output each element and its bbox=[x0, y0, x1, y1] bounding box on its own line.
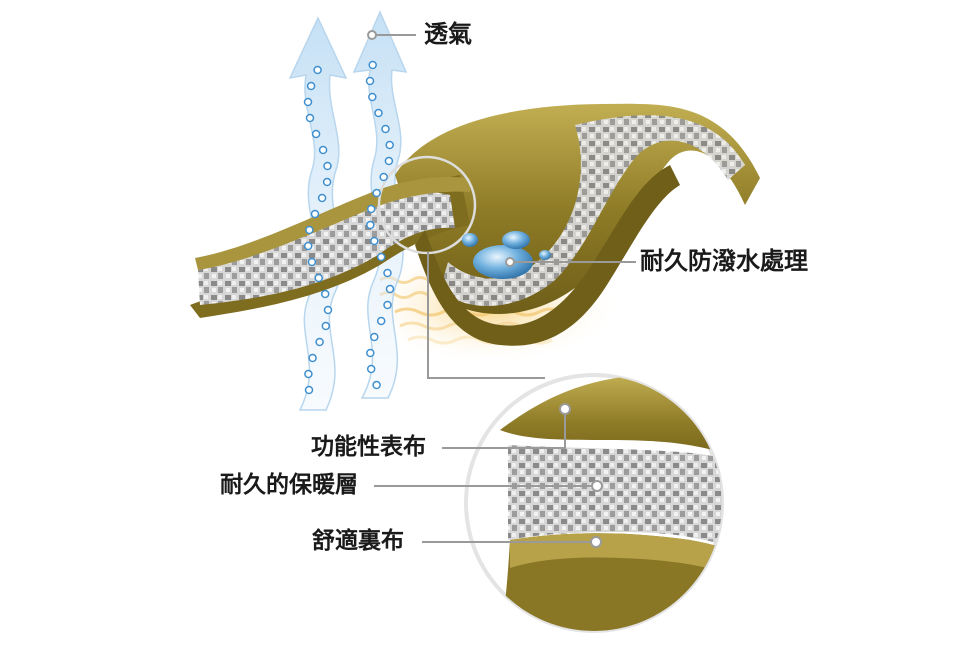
vapor-bubble bbox=[370, 332, 379, 342]
vapor-bubble bbox=[365, 76, 375, 86]
vapor-bubble bbox=[308, 353, 317, 363]
vapor-bubble bbox=[313, 65, 322, 75]
vapor-bubble bbox=[366, 364, 376, 374]
vapor-bubble bbox=[306, 81, 316, 91]
vapor-bubble bbox=[376, 252, 386, 262]
vapor-bubble bbox=[366, 204, 376, 214]
vapor-bubble bbox=[368, 92, 377, 102]
vapor-bubble bbox=[385, 284, 395, 294]
label-insulation: 耐久的保暖層 bbox=[220, 472, 358, 498]
leader-outer-fabric bbox=[442, 409, 566, 449]
vapor-bubble bbox=[372, 188, 381, 198]
vapor-bubble bbox=[304, 385, 314, 395]
vapor-bubble bbox=[385, 140, 394, 150]
vapor-bubble bbox=[366, 348, 375, 358]
vapor-bubble bbox=[317, 193, 327, 203]
vapor-bubble bbox=[379, 172, 388, 182]
vapor-bubble bbox=[305, 225, 314, 235]
label-water-repellent: 耐久防潑水處理 bbox=[640, 247, 808, 275]
fabric-sheet bbox=[190, 103, 760, 346]
vapor-bubble bbox=[321, 321, 331, 331]
vapor-bubble bbox=[322, 177, 332, 187]
zoom-detail bbox=[464, 373, 724, 633]
vapor-bubble bbox=[368, 60, 377, 70]
vapor-bubble bbox=[323, 161, 332, 171]
vapor-bubble bbox=[314, 273, 323, 283]
vapor-bubble bbox=[320, 289, 330, 299]
water-drops bbox=[462, 231, 551, 279]
vapor-bubble bbox=[303, 241, 313, 251]
label-breathable: 透氣 bbox=[424, 20, 472, 48]
vapor-bubble bbox=[374, 108, 383, 118]
vapor-bubbles bbox=[303, 60, 395, 395]
vapor-bubble bbox=[366, 220, 375, 230]
vapor-bubble bbox=[318, 145, 328, 155]
vapor-bubble bbox=[383, 268, 392, 278]
vapor-bubble bbox=[376, 316, 386, 326]
vapor-bubble bbox=[372, 380, 381, 390]
vapor-bubble bbox=[315, 337, 324, 347]
vapor-bubble bbox=[310, 209, 320, 219]
vapor-bubble bbox=[384, 156, 394, 166]
label-outer-fabric: 功能性表布 bbox=[311, 434, 426, 460]
vapor-bubble bbox=[381, 124, 390, 134]
vapor-bubble bbox=[370, 236, 379, 246]
vapor-bubble bbox=[307, 257, 317, 267]
leader-focus bbox=[427, 252, 545, 379]
vapor-bubble bbox=[303, 97, 313, 107]
vapor-bubble bbox=[305, 113, 315, 123]
vapor-bubble bbox=[311, 129, 321, 139]
leader-lines bbox=[367, 30, 636, 548]
vapor-bubble bbox=[383, 300, 392, 310]
label-lining: 舒適裏布 bbox=[312, 528, 404, 554]
vapor-bubble bbox=[323, 305, 333, 315]
vapor-bubble bbox=[304, 369, 313, 379]
